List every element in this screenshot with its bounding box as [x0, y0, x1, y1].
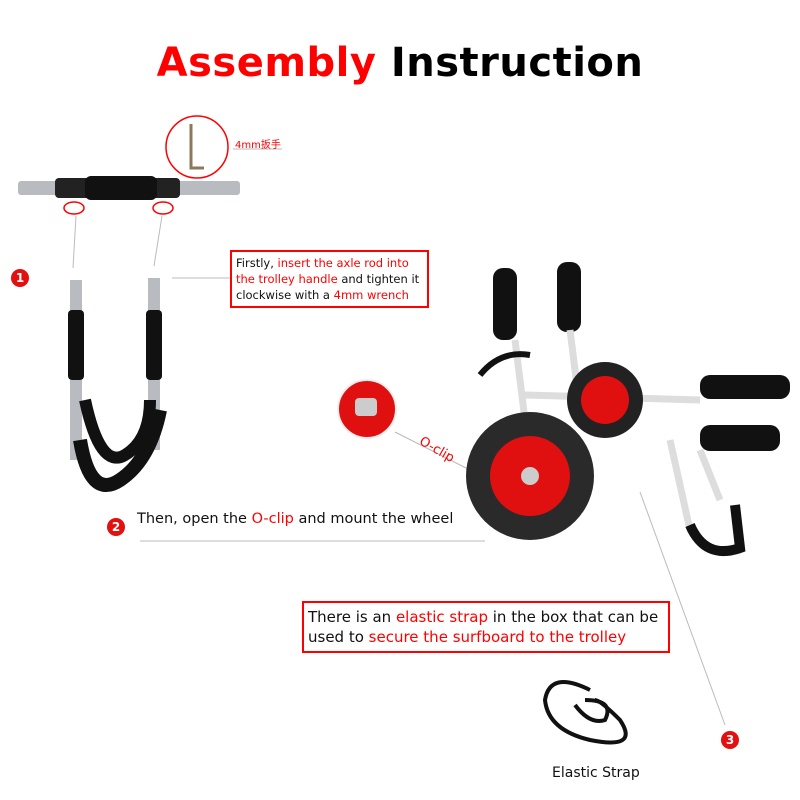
step-2-badge: 2: [107, 518, 125, 536]
step-1-badge: 1: [11, 269, 29, 287]
step-1-instruction: Firstly, insert the axle rod into the tr…: [230, 250, 429, 308]
page-title: Assembly Instruction: [156, 40, 644, 86]
oclip-inset-image: [337, 379, 471, 471]
step-2-instruction: Then, open the O-clip and mount the whee…: [137, 511, 454, 527]
trolley-handle-image: [68, 278, 167, 492]
wrench-label: 4mm扳手: [235, 140, 281, 151]
elastic-strap-image: [542, 680, 628, 745]
kayak-trolley-image: [140, 262, 790, 726]
step-3-badge: 3: [721, 731, 739, 749]
strap-label: Elastic Strap: [552, 765, 640, 781]
axle-rod-image: [18, 176, 240, 279]
wrench-image: [165, 115, 282, 179]
step-3-instruction: There is an elastic strap in the box tha…: [302, 601, 670, 653]
